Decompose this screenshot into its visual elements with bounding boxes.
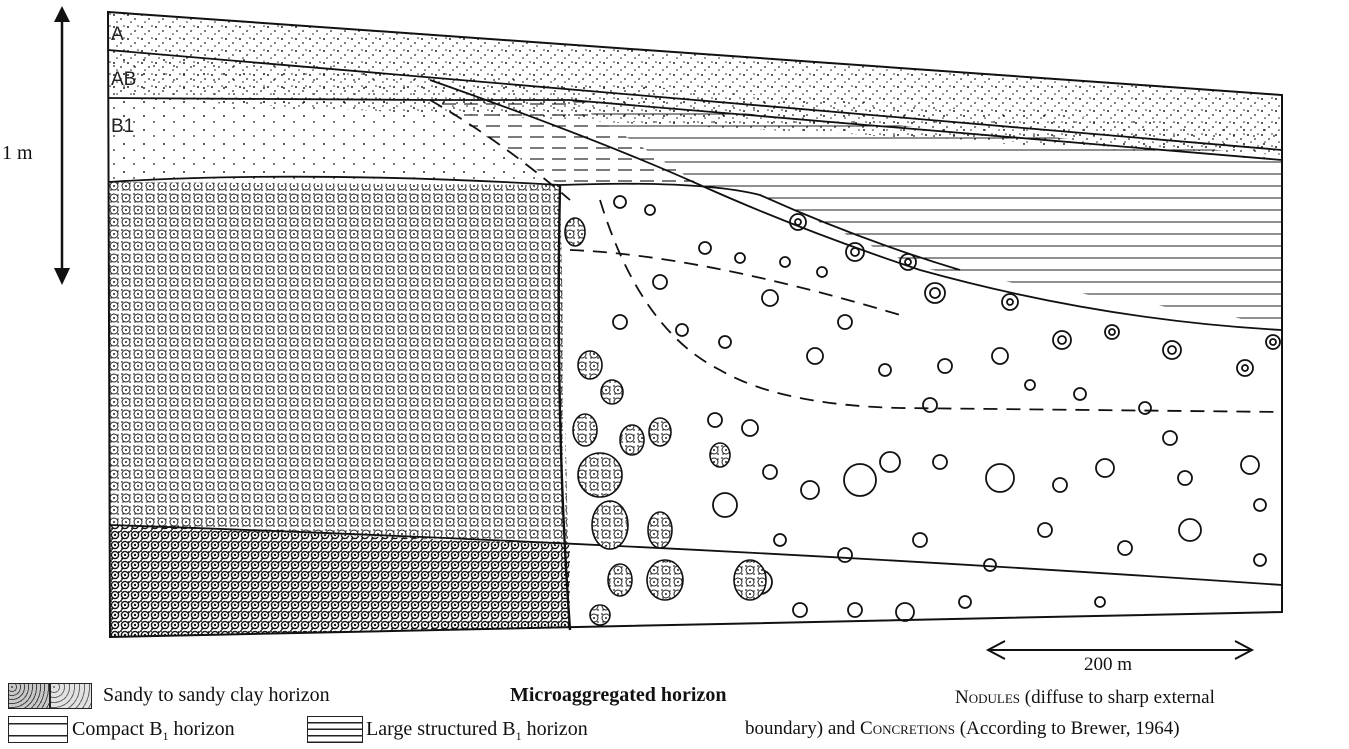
legend-swatch-sandy <box>8 683 92 709</box>
legend-compact-b1-tail: horizon <box>169 718 235 740</box>
legend-label-nodules: Nodules (diffuse to sharp external <box>955 688 1215 707</box>
legend-swatch-compact-b1 <box>8 716 68 743</box>
legend-label-microaggregated: Microaggregated horizon <box>510 685 726 705</box>
legend-nodules-rest: (diffuse to sharp external <box>1020 687 1215 708</box>
legend-label-concretions: boundary) and Concretions (According to … <box>745 719 1180 738</box>
legend-swatch-large-b1 <box>307 716 363 743</box>
legend-label-large-b1: Large structured B1 horizon <box>366 719 588 742</box>
horizontal-scale-label: 200 m <box>1084 655 1132 674</box>
legend-large-b1-tail: horizon <box>522 718 588 740</box>
legend-nodules-word: Nodules <box>955 687 1020 708</box>
legend-large-b1-text: Large structured B <box>366 718 516 740</box>
vertical-scale-label: 1 m <box>2 143 33 163</box>
double-arrow-vertical-icon <box>54 6 70 285</box>
legend-compact-b1-text: Compact B <box>72 718 163 740</box>
legend-line2-start: boundary) and <box>745 718 860 739</box>
horizon-label-b1: B1 <box>111 116 134 137</box>
legend-line2-end: (According to Brewer, 1964) <box>955 718 1180 739</box>
legend-concretions-word: Concretions <box>860 718 955 739</box>
horizon-label-a: A <box>111 24 124 45</box>
legend-label-compact-b1: Compact B1 horizon <box>72 719 235 742</box>
horizon-label-ab: AB <box>111 69 136 90</box>
legend-label-sandy: Sandy to sandy clay horizon <box>103 685 330 705</box>
